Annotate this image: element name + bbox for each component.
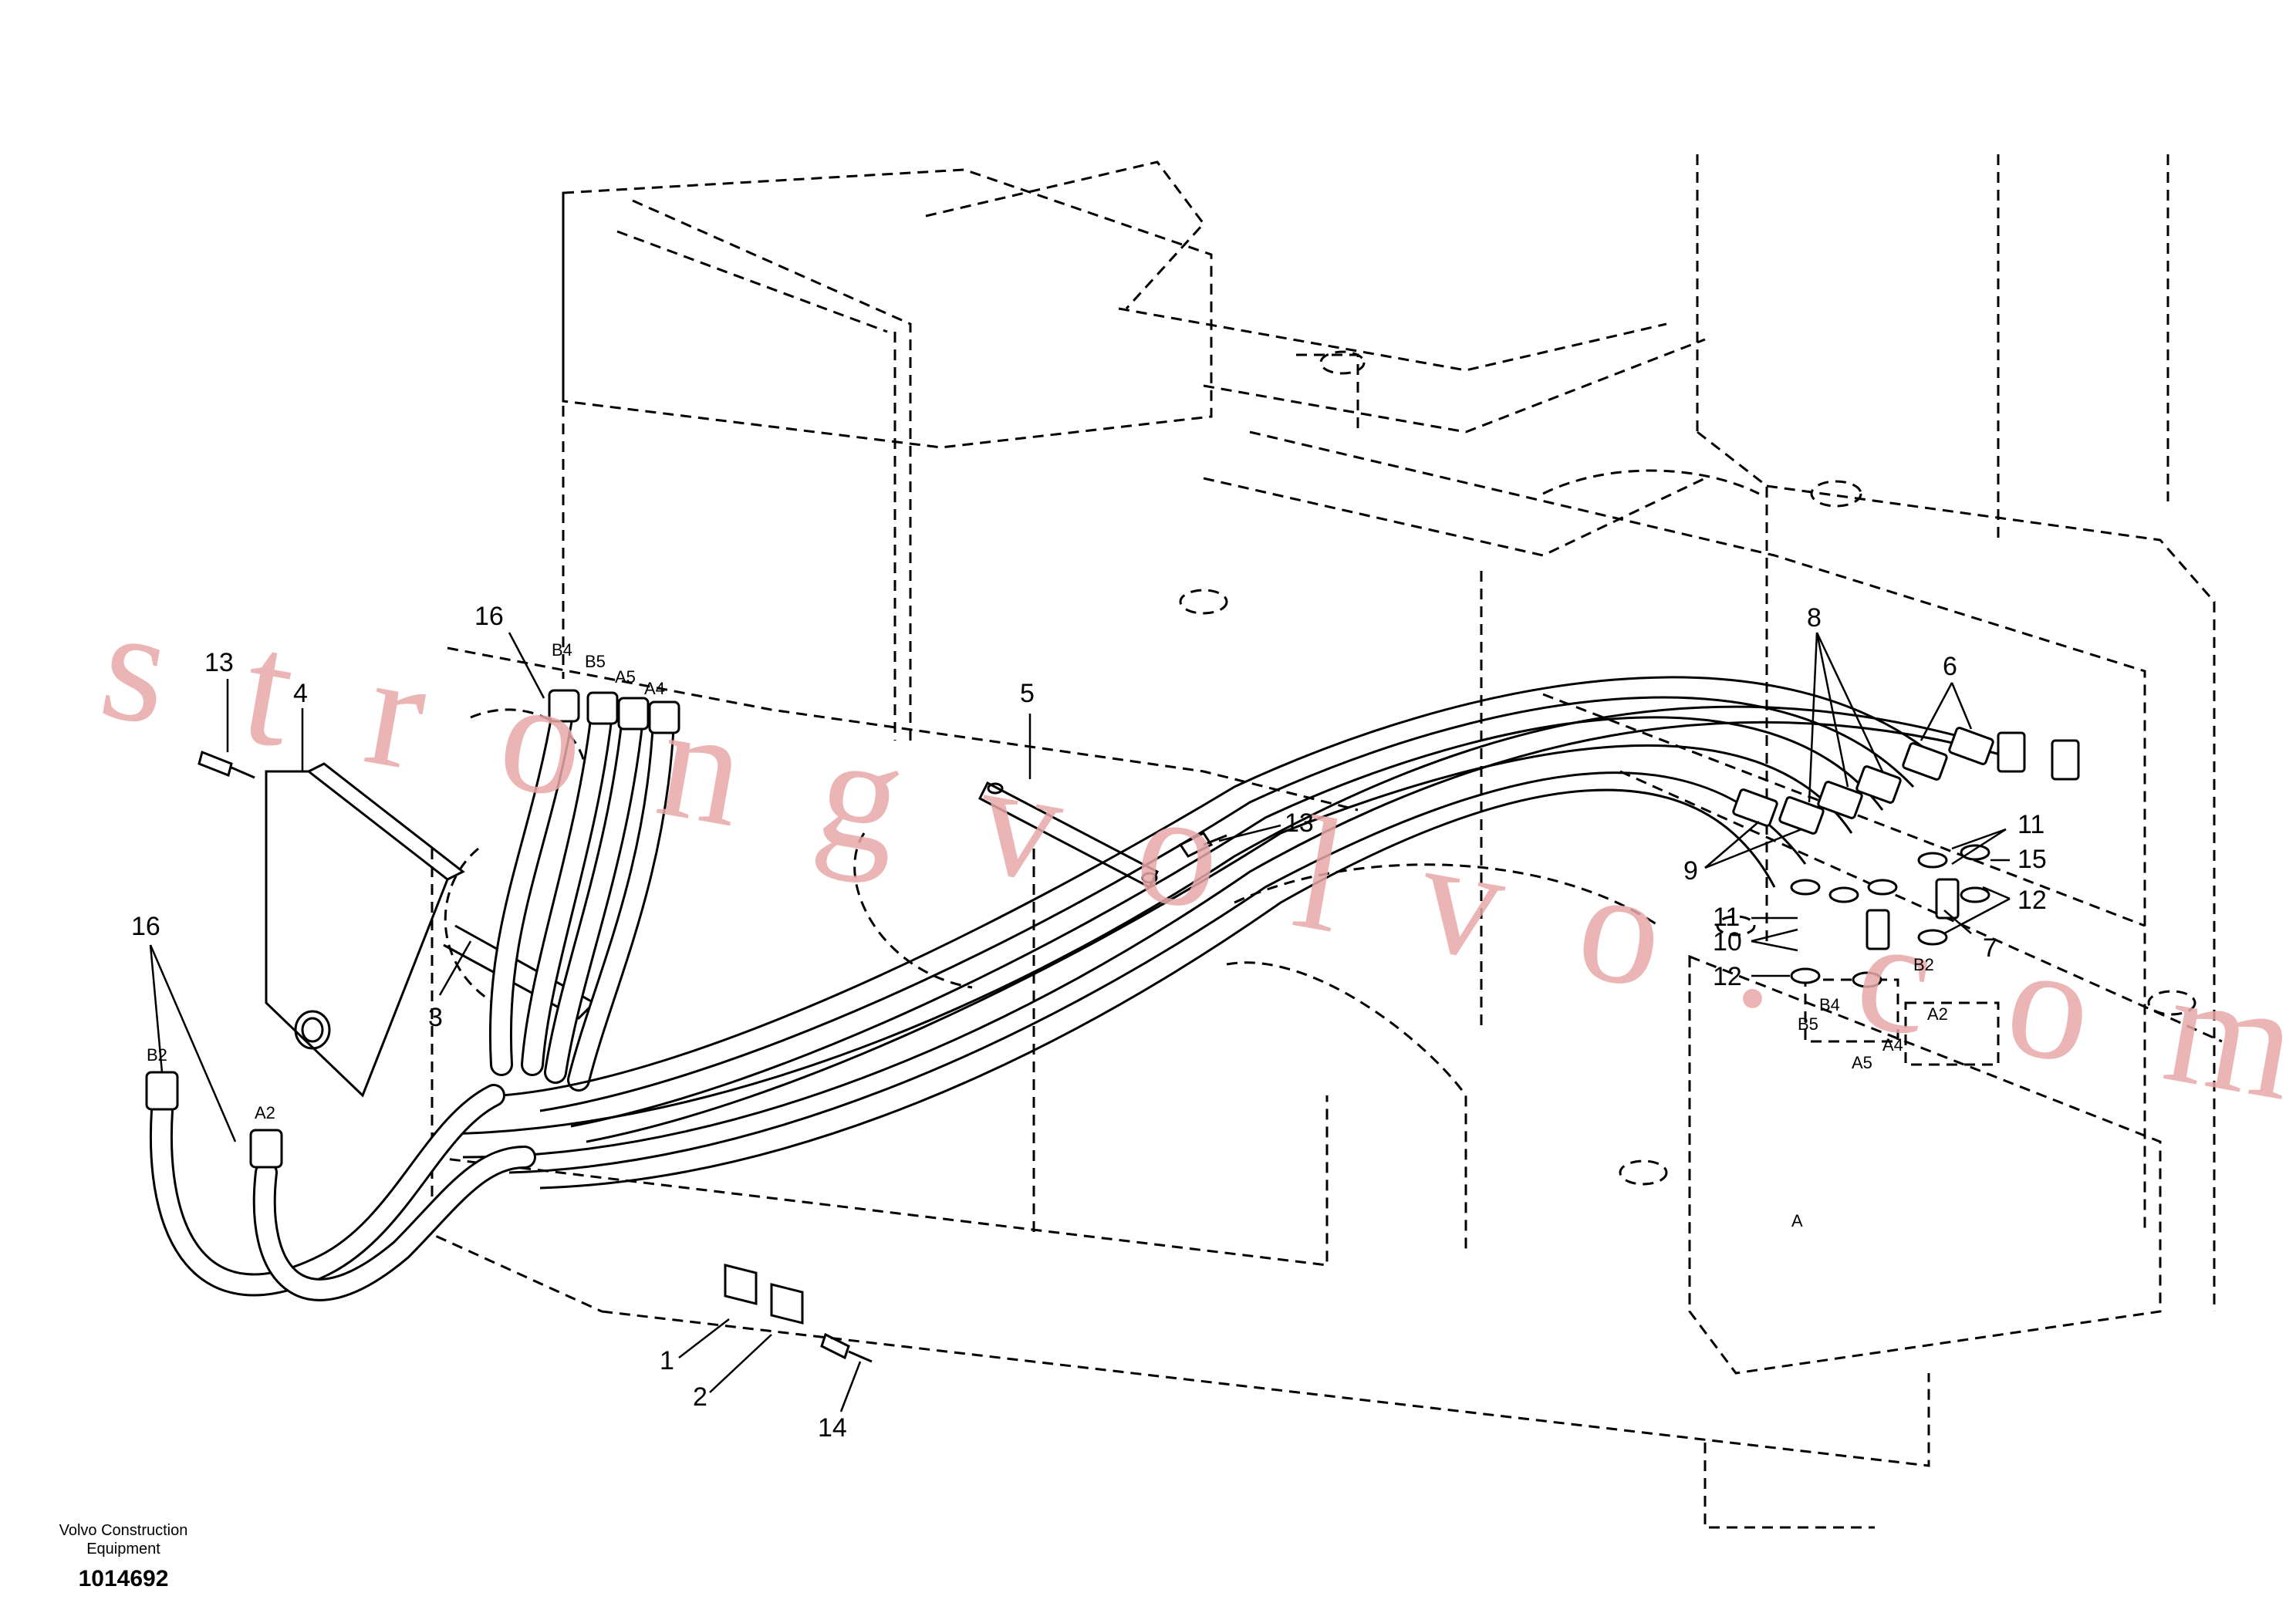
drawing-number: 1014692	[78, 1566, 169, 1591]
label-3: 3	[428, 1003, 443, 1032]
port-b5-valve: B5	[1798, 1014, 1818, 1034]
part-number-labels: 1 2 3 4 5 6 7 8 9 10 11 11 12 12 13 13 1…	[131, 602, 2047, 1443]
port-a2-valve: A2	[1927, 1004, 1948, 1024]
label-13a: 13	[204, 648, 234, 677]
port-b5-top: B5	[585, 652, 606, 671]
label-7: 7	[1983, 933, 1997, 963]
bolts	[198, 750, 1227, 1363]
port-a4-valve: A4	[1882, 1035, 1903, 1055]
label-15: 15	[2017, 845, 2047, 874]
label-16a: 16	[474, 602, 504, 631]
label-5: 5	[1020, 679, 1035, 708]
port-a2-left: A2	[255, 1103, 275, 1122]
port-b4-valve: B4	[1819, 995, 1840, 1014]
clamps	[724, 1264, 804, 1325]
fittings	[145, 689, 2080, 1169]
port-b2-left: B2	[147, 1045, 167, 1065]
label-12b: 12	[2017, 886, 2047, 915]
label-12a: 12	[1713, 962, 1742, 991]
strap-part-5	[977, 781, 1160, 889]
company-name-line2: Equipment	[86, 1541, 160, 1558]
label-10: 10	[1713, 927, 1742, 957]
hose-left	[150, 1084, 536, 1301]
machine-outline	[430, 154, 2223, 1529]
label-6: 6	[1943, 652, 1957, 681]
company-name: Volvo Construction Equipment	[46, 1521, 201, 1558]
label-11a: 11	[1713, 903, 1740, 932]
label-8: 8	[1807, 603, 1822, 633]
hose-bundle-upper	[488, 698, 675, 1092]
label-1: 1	[660, 1346, 674, 1375]
port-b2-valve: B2	[1913, 955, 1934, 974]
label-13b: 13	[1285, 808, 1314, 838]
port-a-valve: A	[1791, 1211, 1803, 1230]
company-name-line1: Volvo Construction	[59, 1522, 188, 1539]
label-16b: 16	[131, 912, 160, 941]
label-11b: 11	[2017, 810, 2044, 839]
label-2: 2	[693, 1382, 707, 1412]
port-labels: B4 B5 A5 A4 B2 A2 B2 B4 B5 A5 A4 A2 A	[147, 640, 1948, 1230]
leader-lines	[149, 632, 2011, 1412]
label-4: 4	[293, 679, 308, 708]
port-a5-valve: A5	[1852, 1053, 1872, 1072]
port-b4-top: B4	[552, 640, 572, 660]
label-9: 9	[1683, 856, 1698, 886]
label-14: 14	[818, 1413, 847, 1443]
port-a5-top: A5	[615, 667, 636, 687]
hose-bundle-long	[431, 676, 2007, 1190]
port-a4-top: A4	[644, 679, 665, 698]
